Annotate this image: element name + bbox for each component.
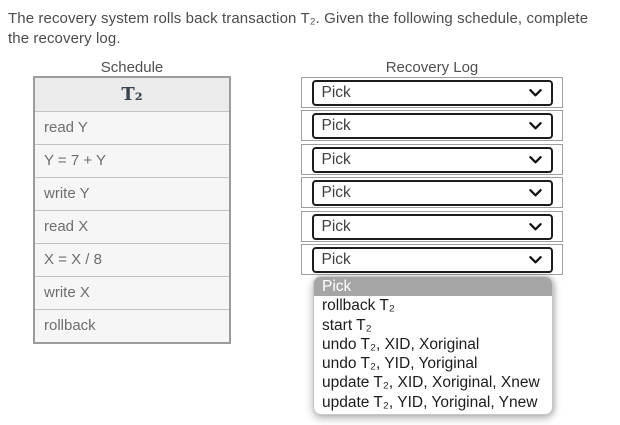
schedule-row: write Y	[35, 177, 229, 210]
recovery-log-row: Pick	[301, 110, 563, 142]
schedule-row: write X	[35, 276, 229, 309]
recovery-log-title: Recovery Log	[385, 59, 479, 76]
chevron-down-icon	[529, 89, 542, 97]
recovery-select[interactable]: Pick	[311, 213, 553, 240]
schedule-row: X = X / 8	[35, 243, 229, 276]
schedule-row: rollback	[35, 309, 229, 342]
chevron-down-icon	[529, 122, 542, 130]
recovery-select[interactable]: Pick	[311, 146, 553, 173]
dropdown-option[interactable]: update T₂, YID, Yoriginal, Ynew	[322, 393, 538, 411]
dropdown-option[interactable]: start T₂	[322, 316, 372, 334]
dropdown-option[interactable]: undo T₂, XID, Xoriginal	[322, 335, 480, 353]
question-line-2: the recovery log.	[8, 29, 121, 47]
chevron-down-icon	[529, 155, 542, 164]
schedule-row: Y = 7 + Y	[35, 144, 229, 177]
select-value: Pick	[321, 217, 351, 235]
select-value: Pick	[321, 150, 351, 168]
question-line-1: The recovery system rolls back transacti…	[8, 10, 589, 27]
chevron-down-icon	[529, 222, 542, 230]
recovery-log-rows: Pick Pick Pick Pick	[301, 77, 563, 277]
dropdown-option[interactable]: rollback T₂	[322, 297, 395, 315]
recovery-select[interactable]: Pick	[311, 246, 553, 273]
recovery-log-row: Pick	[301, 243, 563, 275]
chevron-down-icon	[529, 189, 542, 197]
recovery-log-row: Pick	[301, 77, 563, 108]
question-text: The recovery system rolls back transacti…	[8, 9, 616, 48]
select-value: Pick	[321, 184, 351, 202]
dropdown-option[interactable]: update T₂, XID, Xoriginal, Xnew	[322, 374, 540, 392]
schedule-title: Schedule	[100, 59, 164, 76]
dropdown-option[interactable]: Pick	[314, 277, 552, 297]
schedule-row: read X	[35, 210, 229, 243]
select-value: Pick	[321, 250, 351, 268]
chevron-down-icon	[529, 256, 542, 264]
recovery-select[interactable]: Pick	[311, 180, 553, 207]
schedule-header-t2: T₂	[35, 78, 229, 111]
recovery-log-row: Pick	[301, 210, 563, 242]
schedule-row: read Y	[35, 111, 229, 144]
select-value: Pick	[321, 117, 351, 135]
select-value: Pick	[321, 84, 351, 101]
recovery-select[interactable]: Pick	[311, 113, 553, 140]
recovery-log-row: Pick	[301, 143, 563, 175]
dropdown-option[interactable]: undo T₂, YID, Yoriginal	[322, 355, 478, 373]
recovery-log-row: Pick	[301, 177, 563, 209]
recovery-select[interactable]: Pick	[311, 80, 553, 106]
